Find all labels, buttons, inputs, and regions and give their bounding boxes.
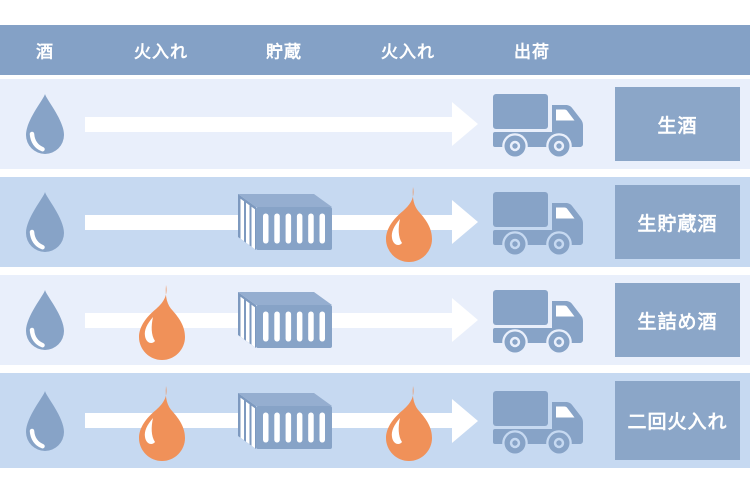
pasteurization-flame-icon: [133, 385, 189, 462]
storage-container-icon: [232, 391, 336, 451]
header-col-shipping: 出荷: [514, 42, 550, 63]
water-drop-icon: [22, 390, 68, 452]
process-row: 生詰め酒: [0, 275, 750, 365]
pasteurization-flame-icon: [380, 385, 436, 462]
pasteurization-flame-icon: [133, 285, 189, 361]
sake-type-label-text: 生酒: [657, 114, 698, 137]
sake-type-label: 二回火入れ: [615, 381, 740, 460]
sake-type-label: 生酒: [615, 87, 740, 161]
header-col-storage: 貯蔵: [266, 42, 302, 63]
flow-arrow-head: [452, 298, 478, 342]
storage-container-icon: [232, 290, 336, 350]
delivery-truck-icon: [492, 387, 586, 455]
water-drop-icon: [22, 191, 68, 253]
water-drop-icon: [22, 289, 68, 351]
water-drop-icon: [22, 93, 68, 155]
process-rows: 生酒: [0, 79, 750, 468]
storage-container-icon: [232, 192, 336, 252]
header-col-pasteurize-2: 火入れ: [381, 42, 435, 63]
header-col-pasteurize-1: 火入れ: [134, 42, 188, 63]
process-row: 生貯蔵酒: [0, 177, 750, 267]
flow-arrow-head: [452, 398, 478, 443]
sake-type-label-text: 生詰め酒: [637, 310, 718, 333]
sake-type-label-text: 二回火入れ: [627, 411, 728, 433]
sake-type-label-text: 生貯蔵酒: [637, 212, 718, 235]
sake-type-label: 生貯蔵酒: [615, 185, 740, 259]
header-col-sake: 酒: [36, 42, 54, 63]
delivery-truck-icon: [492, 188, 586, 256]
flow-arrow: [85, 102, 479, 146]
pasteurization-flame-icon: [380, 187, 436, 263]
process-row: 二回火入れ: [0, 373, 750, 468]
delivery-truck-icon: [492, 90, 586, 158]
process-header: 酒 火入れ 貯蔵 火入れ 出荷: [0, 25, 750, 75]
flow-arrow-head: [452, 200, 478, 244]
sake-type-label: 生詰め酒: [615, 283, 740, 357]
flow-arrow-bar: [85, 116, 453, 132]
delivery-truck-icon: [492, 286, 586, 354]
flow-arrow-head: [452, 102, 478, 146]
process-row: 生酒: [0, 79, 750, 169]
